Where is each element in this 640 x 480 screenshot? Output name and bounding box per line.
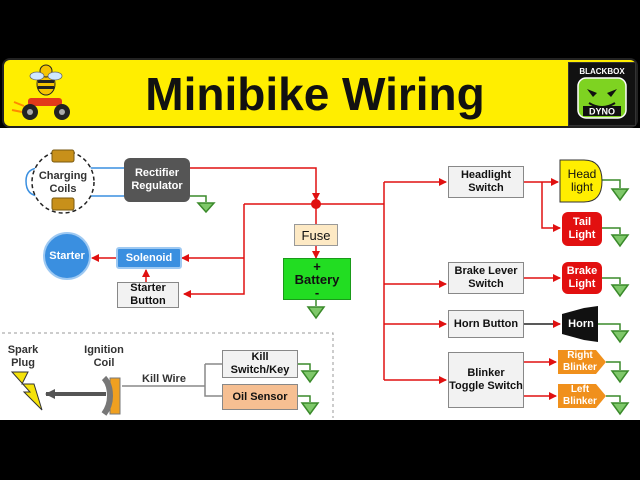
horn-label: Horn — [568, 318, 594, 330]
left-blinker-icon — [558, 384, 606, 408]
bee-mascot-icon — [11, 64, 70, 120]
letterbox-bottom — [0, 420, 640, 480]
horn-icon — [562, 306, 598, 342]
battery-plus: + — [313, 258, 321, 274]
ground-icon-oil-sensor — [298, 395, 320, 416]
ignition-coil-label: Ignition Coil — [84, 344, 124, 369]
starter-motor-icon — [43, 232, 91, 280]
ground-icon-battery — [306, 300, 326, 320]
page-title: Minibike Wiring — [145, 68, 485, 120]
ground-icon-horn — [598, 323, 630, 344]
solenoid: Solenoid — [116, 247, 182, 269]
title-banner — [2, 58, 638, 128]
ground-icon-taillight — [602, 227, 630, 248]
battery-minus: - — [314, 284, 320, 300]
coil-wire-left — [25, 167, 41, 197]
horn-button: Horn Button — [448, 310, 524, 338]
ground-icon-headlight — [600, 179, 630, 202]
brake-light: Brake Light — [562, 262, 602, 294]
ground-icon-left-blinker — [606, 395, 630, 416]
head-light-label: Head light — [567, 167, 597, 194]
left-blinker-label: Left Blinker — [563, 384, 597, 407]
ground-icon-rectifier — [190, 195, 216, 214]
wire-kill-branch — [204, 363, 222, 397]
logo-line1: BLACKBOX — [579, 67, 625, 76]
right-blinker-label: Right Blinker — [563, 350, 597, 373]
blinker-toggle-switch: Blinker Toggle Switch — [448, 352, 524, 408]
ignition-coil-icon — [101, 375, 121, 416]
battery: + Battery - — [283, 258, 351, 300]
ground-icon-right-blinker — [606, 361, 630, 384]
blackbox-dyno-logo: BLACKBOX DYNO — [568, 62, 636, 126]
spark-plug-icon — [10, 371, 43, 411]
wire-rectifier-bus — [190, 167, 320, 201]
starter-label: Starter — [49, 250, 85, 262]
headlight-icon — [559, 159, 603, 203]
wire-bus-starter-button — [183, 204, 245, 298]
letterbox-top — [0, 0, 640, 58]
oil-sensor: Oil Sensor — [222, 384, 298, 410]
fuse: Fuse — [294, 224, 338, 246]
right-blinker-icon — [558, 350, 606, 374]
ignition-region-border — [2, 332, 334, 418]
kill-switch-key: Kill Switch/Key — [222, 350, 298, 378]
spark-plug-label: Spark Plug — [7, 344, 39, 369]
rectifier-regulator: Rectifier Regulator — [124, 158, 190, 202]
battery-label: Battery — [294, 271, 340, 287]
kill-wire-label: Kill Wire — [142, 373, 186, 385]
logo-line2: DYNO — [589, 107, 615, 117]
ground-icon-brake-light — [602, 277, 630, 298]
wire-taillight — [541, 182, 561, 232]
tail-light: Tail Light — [562, 212, 602, 246]
coil-wire-right — [86, 167, 124, 197]
charging-coils-icon — [31, 149, 95, 214]
headlight-switch: Headlight Switch — [448, 166, 524, 198]
charging-coils-label: Charging Coils — [38, 170, 88, 195]
starter-button: Starter Button — [117, 282, 179, 308]
ground-icon-kill-switch — [298, 363, 320, 384]
brake-lever-switch: Brake Lever Switch — [448, 262, 524, 294]
